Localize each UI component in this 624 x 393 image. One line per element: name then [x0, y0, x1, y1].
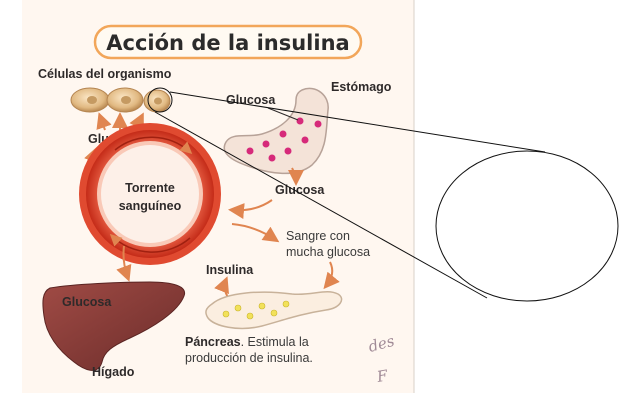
zoom-small-circle [147, 87, 173, 113]
blood-glucose-label-line1: Sangre con [286, 229, 350, 243]
body-cells [70, 87, 171, 113]
insulin-dot [270, 309, 278, 317]
glucose-dot [296, 117, 304, 125]
glucose-stomach-pointer [267, 107, 299, 121]
cell-3-nucleus [154, 97, 162, 105]
insulin-dot [246, 312, 254, 320]
glucose-liver-label: Glucosa [62, 295, 112, 309]
ring-core [101, 145, 199, 243]
ring-flow-arrow-top [114, 136, 193, 154]
pancreas-caption-line1: Páncreas. Estimula la [185, 335, 309, 349]
blood-glucose-label-line2: mucha glucosa [286, 245, 370, 259]
arrow-to-blood-glucose [231, 223, 280, 243]
ring-flow-arrow-bottom [109, 233, 191, 253]
insulin-dots [222, 300, 290, 320]
cells-label: Células del organismo [38, 67, 172, 81]
arrow-ring-to-liver [116, 245, 132, 282]
cell-2-nucleus [121, 96, 131, 104]
insulin-dot [258, 302, 266, 310]
handwriting-line2: F [375, 366, 390, 386]
liver-shape [42, 281, 186, 371]
arrow-to-cell-1 [96, 112, 112, 131]
glucose-dot [314, 120, 322, 128]
glucose-dot [279, 130, 287, 138]
bloodstream-label-line2: sanguíneo [119, 199, 182, 213]
glucose-blood-label: Glucosa [275, 183, 325, 197]
title-text: Acción de la insulina [106, 31, 349, 55]
arrow-blood-to-pancreas [323, 261, 340, 290]
zoom-line-top [169, 91, 546, 153]
stomach-glucose-dots [246, 117, 322, 162]
zoom-large-circle [435, 150, 619, 302]
glucose-stomach-label: Glucosa [226, 93, 276, 107]
pancreas-name: Páncreas [185, 335, 241, 349]
glucose-dot [268, 154, 276, 162]
insulin-dot [222, 310, 230, 318]
glucose-dot [284, 147, 292, 155]
insulin-label: Insulina [206, 263, 254, 277]
arrow-glucose-to-ring [228, 199, 273, 220]
stomach-label: Estómago [331, 80, 392, 94]
cell-1-nucleus [87, 96, 97, 104]
insulin-dot [282, 300, 290, 308]
glucose-dot [262, 140, 270, 148]
arrow-stomach-down [287, 167, 304, 186]
bloodstream-label-line1: Torrente [125, 181, 175, 195]
insulin-dot [234, 304, 242, 312]
glucose-dot [246, 147, 254, 155]
zoom-line-bottom [154, 111, 488, 299]
pancreas-caption-line2: producción de insulina. [185, 351, 313, 365]
liver-label: Hígado [92, 365, 135, 379]
bloodstream-ring [79, 123, 221, 265]
title-pill [93, 24, 363, 60]
glucose-dot [301, 136, 309, 144]
pancreas-desc-1: . Estimula la [241, 335, 309, 349]
